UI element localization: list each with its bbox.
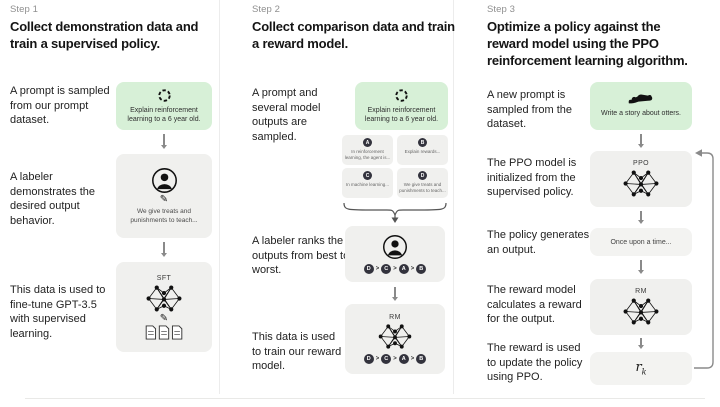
down-arrow-icon xyxy=(637,211,645,224)
step1-desc-labeler: A labeler demonstrates the desired outpu… xyxy=(10,171,95,228)
output-text: In reinforcement learning, the agent is.… xyxy=(344,149,391,160)
step2-rm-box: RM xyxy=(345,304,445,374)
rank-badge: A xyxy=(398,264,409,274)
column-divider xyxy=(453,0,454,394)
rank-badge: B xyxy=(416,264,427,274)
down-arrow-icon xyxy=(637,338,645,349)
output-letter-badge: B xyxy=(418,138,427,147)
column-divider xyxy=(219,0,220,394)
refresh-icon xyxy=(394,88,409,103)
output-text: Explain rewards... xyxy=(404,149,441,154)
rank-separator: > xyxy=(410,266,415,272)
output-text: We give treats and punishments to teach.… xyxy=(399,182,446,193)
rank-badge: D xyxy=(363,354,374,364)
rank-badge: C xyxy=(381,264,392,274)
output-box-a: A In reinforcement learning, the agent i… xyxy=(342,135,393,165)
step2-prompt-text: Explain reinforcement learning to a 6 ye… xyxy=(364,106,439,123)
ranking-row: D > C > A > B xyxy=(363,354,427,364)
output-box-c: C In machine learning... xyxy=(342,168,393,198)
rank-badge: B xyxy=(416,354,427,364)
neural-network-icon xyxy=(145,284,183,313)
rank-separator: > xyxy=(375,266,380,272)
documents-icon xyxy=(144,324,184,340)
step2-label: Step 2 xyxy=(252,4,281,15)
rank-separator: > xyxy=(410,356,415,362)
step2-prompt-box: Explain reinforcement learning to a 6 ye… xyxy=(355,82,448,130)
step3-column: Step 3 Optimize a policy against the rew… xyxy=(487,0,720,407)
bottom-separator xyxy=(25,398,705,399)
curly-brace-icon xyxy=(342,202,448,225)
step3-desc-prompt: A new prompt is sampled from the dataset… xyxy=(487,89,572,131)
step3-prompt-text: Write a story about otters. xyxy=(600,110,681,118)
pencil-icon: ✎ xyxy=(159,194,169,206)
output-letter-badge: C xyxy=(363,171,372,180)
step1-column: Step 1 Collect demonstration data and tr… xyxy=(10,0,222,407)
step1-prompt-box: Explain reinforcement learning to a 6 ye… xyxy=(116,82,212,130)
person-icon xyxy=(382,234,408,260)
step1-desc-finetune: This data is used to fine-tune GPT-3.5 w… xyxy=(10,284,106,341)
step1-label: Step 1 xyxy=(10,4,39,15)
rank-badge: C xyxy=(381,354,392,364)
down-arrow-icon xyxy=(160,134,168,149)
reward-value: rk xyxy=(635,360,647,377)
loop-arrow-icon xyxy=(694,146,720,374)
step3-prompt-box: Write a story about otters. xyxy=(590,82,692,130)
down-arrow-icon xyxy=(391,287,399,301)
step3-desc-output: The policy generates an output. xyxy=(487,229,590,256)
output-letter-badge: A xyxy=(363,138,372,147)
rm-model-label: RM xyxy=(635,288,647,295)
person-icon xyxy=(151,167,178,194)
rank-badge: D xyxy=(363,264,374,274)
step3-reward-box: rk xyxy=(590,352,692,385)
output-box-b: B Explain rewards... xyxy=(397,135,448,165)
ppo-model-label: PPO xyxy=(633,160,649,167)
step3-title: Optimize a policy against the reward mod… xyxy=(487,19,688,68)
step2-desc-train: This data is used to train our reward mo… xyxy=(252,331,342,373)
rank-badge: A xyxy=(398,354,409,364)
step3-output-text: Once upon a time... xyxy=(610,238,672,246)
down-arrow-icon xyxy=(637,260,645,274)
step3-desc-update: The reward is used to update the policy … xyxy=(487,342,583,384)
step2-desc-prompt: A prompt and several model outputs are s… xyxy=(252,87,321,144)
down-arrow-icon xyxy=(637,134,645,148)
step1-labeler-box: ✎ We give treats and punishments to teac… xyxy=(116,154,212,238)
pencil-icon: ✎ xyxy=(159,312,169,324)
neural-network-icon xyxy=(377,323,413,350)
step3-rm-box: RM xyxy=(590,279,692,335)
sft-model-label: SFT xyxy=(156,274,172,282)
step2-desc-rank: A labeler ranks the outputs from best to… xyxy=(252,235,350,277)
step1-sft-box: SFT xyxy=(116,262,212,352)
neural-network-icon xyxy=(622,169,660,198)
output-box-d: D We give treats and punishments to teac… xyxy=(397,168,448,198)
step2-labeler-box: D > C > A > B xyxy=(345,226,445,282)
step2-title: Collect comparison data and train a rewa… xyxy=(252,19,455,51)
step2-column: Step 2 Collect comparison data and train… xyxy=(252,0,464,407)
rank-separator: > xyxy=(393,266,397,272)
refresh-icon xyxy=(157,88,172,103)
step1-prompt-text: Explain reinforcement learning to a 6 ye… xyxy=(127,106,201,123)
down-arrow-icon xyxy=(160,242,168,257)
rank-separator: > xyxy=(393,356,397,362)
step1-desc-prompt: A prompt is sampled from our prompt data… xyxy=(10,85,110,127)
step3-ppo-box: PPO xyxy=(590,151,692,207)
step3-desc-ppo: The PPO model is initialized from the su… xyxy=(487,157,577,199)
step3-output-box: Once upon a time... xyxy=(590,228,692,256)
step3-label: Step 3 xyxy=(487,4,516,15)
rm-model-label: RM xyxy=(389,314,401,321)
otter-icon xyxy=(628,93,654,106)
output-letter-badge: D xyxy=(418,171,427,180)
rank-separator: > xyxy=(375,356,380,362)
neural-network-icon xyxy=(622,297,660,326)
step1-title: Collect demonstration data and train a s… xyxy=(10,19,199,51)
output-text: In machine learning... xyxy=(345,182,390,187)
step3-desc-reward: The reward model calculates a reward for… xyxy=(487,284,582,326)
step1-labeler-text: We give treats and punishments to teach.… xyxy=(130,208,198,224)
ranking-row: D > C > A > B xyxy=(363,264,427,274)
